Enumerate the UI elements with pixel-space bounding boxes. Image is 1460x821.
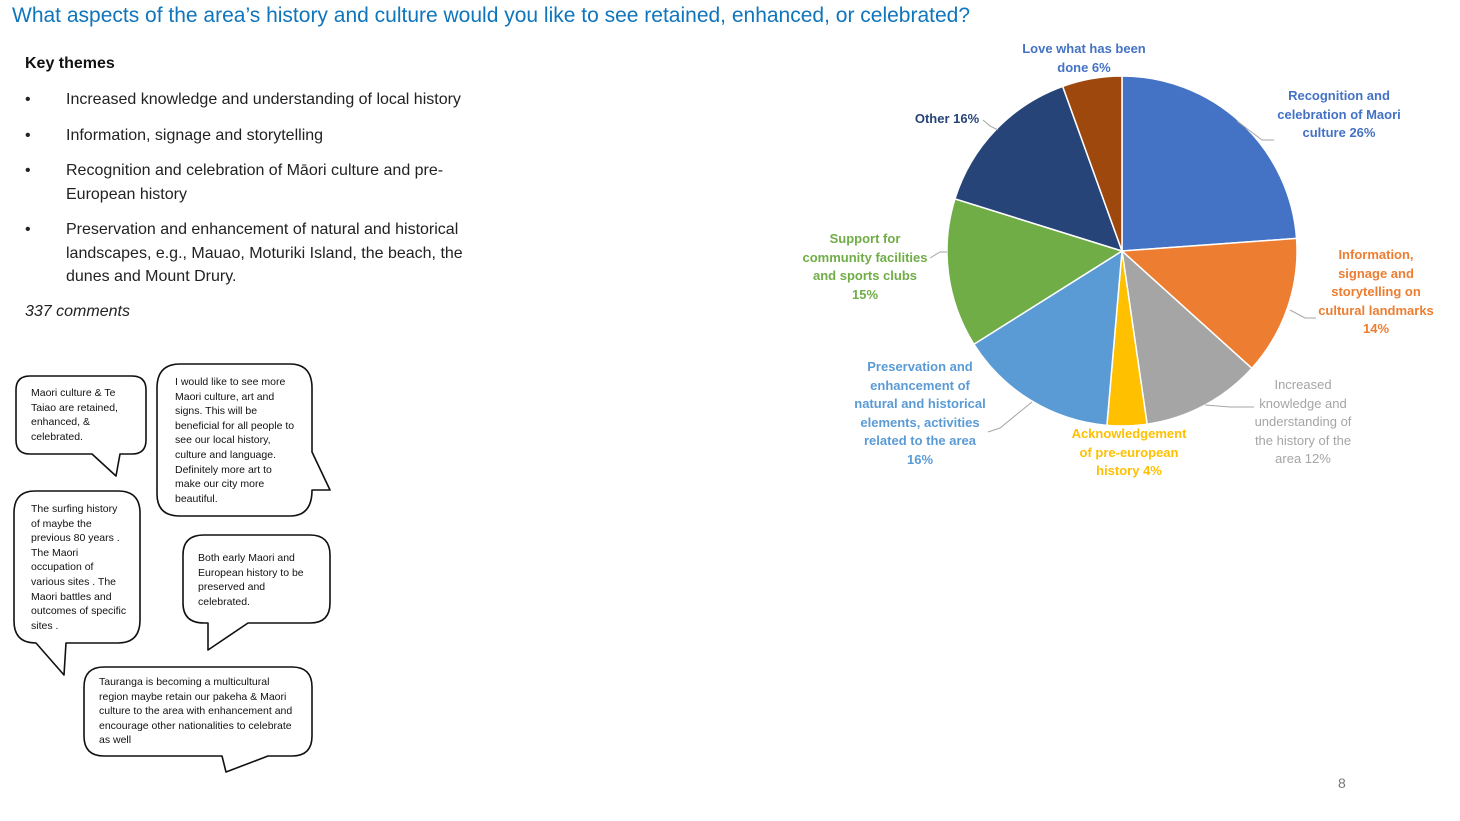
speech-bubbles <box>13 363 331 773</box>
theme-item: • Increased knowledge and understanding o… <box>25 88 505 112</box>
leader-line <box>982 119 999 131</box>
slice-label-love: Love what has been done 6% <box>1022 41 1146 75</box>
comment-count: 337 comments <box>25 303 130 320</box>
pie-slice-love <box>1061 75 1123 252</box>
bullet: • <box>25 126 31 144</box>
key-themes-list: • Increased knowledge and understanding o… <box>25 88 505 301</box>
speech-bubble-3 <box>13 490 141 676</box>
pie-slice-preservation <box>972 249 1123 427</box>
theme-item: • Recognition and celebration of Māori cu… <box>25 159 505 206</box>
bullet: • <box>25 162 31 179</box>
slice-label-recognition: Recognition and celebration of Maori cul… <box>1277 88 1401 141</box>
pie-slice-knowledge <box>1120 249 1253 426</box>
speech-bubble-2 <box>156 363 331 517</box>
theme-text: Recognition and celebration of Māori cul… <box>66 162 444 203</box>
leader-line <box>1236 120 1274 141</box>
slice-label-acknowledgement: Acknowledgement of pre-european history … <box>1071 426 1187 479</box>
slice-label-support: Support for community facilities and spo… <box>802 231 928 302</box>
theme-item: • Preservation and enhancement of natural… <box>25 218 505 289</box>
page-title: What aspects of the area’s history and c… <box>12 4 971 27</box>
quote-4: Both early Maori and European history to… <box>198 552 304 608</box>
pie-slice-information <box>1120 237 1298 370</box>
quote-5: Tauranga is becoming a multicultural reg… <box>99 676 293 747</box>
bullet: • <box>25 91 31 108</box>
key-themes-heading: Key themes <box>25 55 115 72</box>
pie-slice-other <box>954 85 1124 253</box>
quote-3: The surfing history of maybe the previou… <box>31 503 127 632</box>
quote-2: I would like to see more Maori culture, … <box>175 376 295 505</box>
slice-label-information: Information, signage and storytelling on… <box>1318 247 1434 337</box>
leader-line <box>929 251 947 259</box>
bullet: • <box>25 221 31 238</box>
speech-bubble-1 <box>15 375 147 477</box>
leader-line <box>1289 309 1316 319</box>
slice-label-preservation: Preservation and enhancement of natural … <box>854 359 986 467</box>
page-number: 8 <box>1338 775 1346 791</box>
theme-text: Preservation and enhancement of natural … <box>66 221 463 285</box>
speech-bubble-5 <box>83 666 313 773</box>
theme-text: Increased knowledge and understanding of… <box>66 91 461 108</box>
quote-1: Maori culture & Te Taiao are retained, e… <box>31 387 118 443</box>
leader-line <box>987 401 1033 433</box>
pie-slice-support <box>946 197 1124 346</box>
slice-label-other: Other 16% <box>914 111 980 126</box>
theme-item: • Information, signage and storytelling <box>25 124 505 148</box>
pie-slice-recognition <box>1121 75 1298 252</box>
speech-bubble-4 <box>182 534 331 651</box>
leader-line <box>1204 404 1254 408</box>
theme-text: Information, signage and storytelling <box>66 126 324 144</box>
slice-label-knowledge: Increased knowledge and understanding of… <box>1254 377 1352 467</box>
